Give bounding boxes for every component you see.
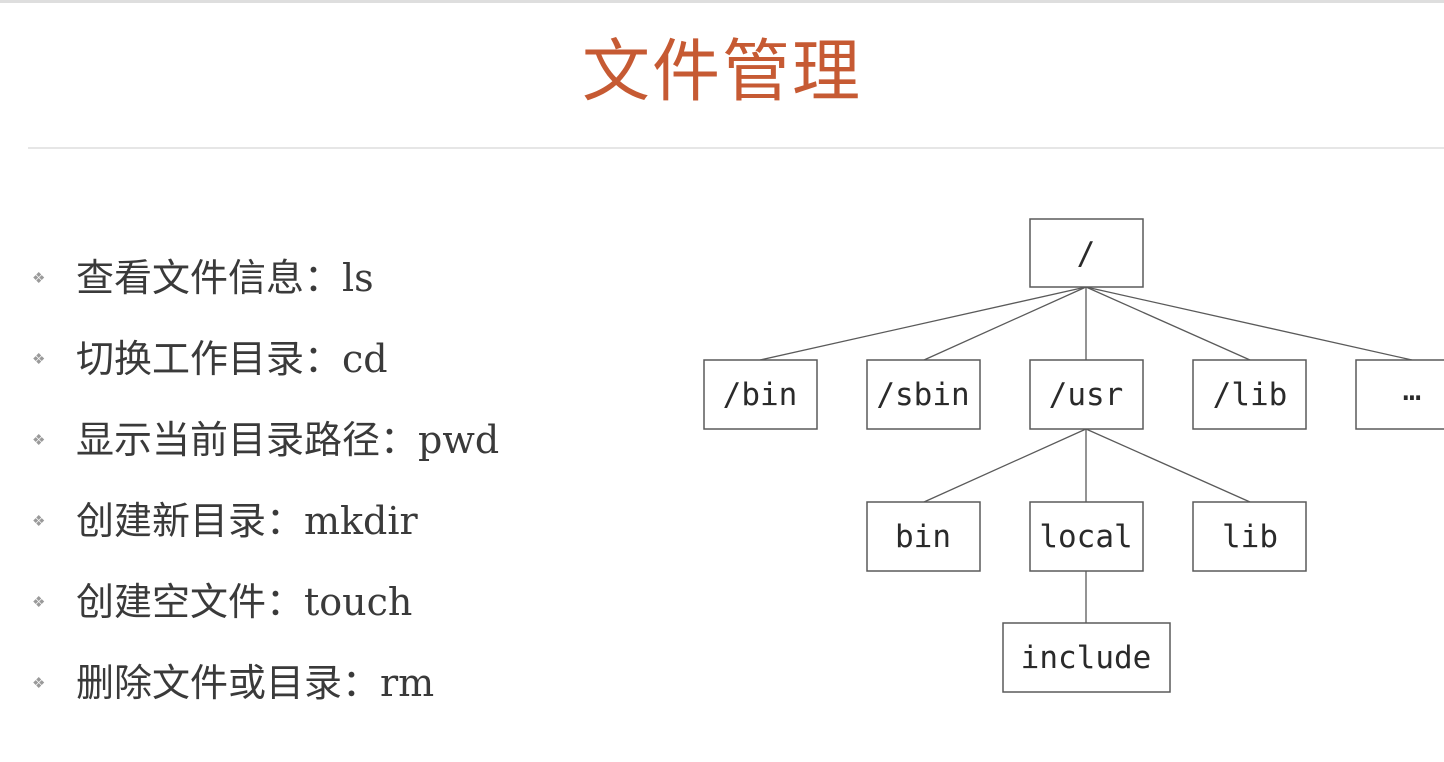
edge-root-bin	[759, 286, 1087, 361]
tree-node-sbin: /sbin	[866, 359, 981, 430]
tree-node-lib: /lib	[1192, 359, 1307, 430]
tree-node-root: /	[1029, 218, 1144, 288]
tree-node-usr-bin: bin	[866, 501, 981, 572]
command-text: 查看文件信息：ls	[76, 256, 374, 300]
node-label: local	[1039, 519, 1132, 555]
tree-node-bin: /bin	[703, 359, 818, 430]
tree-node-usr-local: local	[1029, 501, 1144, 572]
command-list: ❖ 查看文件信息：ls ❖ 切换工作目录：cd ❖ 显示当前目录路径：pwd ❖…	[30, 238, 499, 724]
diamond-bullet-icon: ❖	[32, 350, 46, 368]
command-text: 创建新目录：mkdir	[76, 499, 418, 543]
node-label: …	[1403, 372, 1422, 408]
edge-usr-lib	[1085, 428, 1251, 503]
command-text: 切换工作目录：cd	[76, 337, 388, 381]
command-item-cd: ❖ 切换工作目录：cd	[30, 319, 499, 400]
node-label: /lib	[1213, 377, 1288, 413]
node-label: lib	[1222, 519, 1278, 555]
edge-root-lib	[1085, 286, 1251, 361]
tree-edges	[759, 286, 1413, 623]
node-label: /bin	[723, 377, 798, 413]
command-item-ls: ❖ 查看文件信息：ls	[30, 238, 499, 319]
diamond-bullet-icon: ❖	[32, 512, 46, 530]
node-label: include	[1021, 640, 1152, 676]
slide-title: 文件管理	[581, 33, 862, 112]
diamond-bullet-icon: ❖	[32, 269, 46, 287]
title-divider	[28, 147, 1444, 149]
tree-node-include: include	[1002, 622, 1171, 693]
command-text: 显示当前目录路径：pwd	[76, 418, 500, 462]
command-text: 创建空文件：touch	[76, 580, 413, 624]
command-text: 删除文件或目录：rm	[76, 661, 435, 705]
edge-root-more	[1085, 286, 1413, 361]
command-item-mkdir: ❖ 创建新目录：mkdir	[30, 481, 499, 562]
node-label: bin	[895, 519, 951, 555]
edge-usr-bin	[923, 428, 1087, 503]
command-item-touch: ❖ 创建空文件：touch	[30, 562, 499, 643]
diamond-bullet-icon: ❖	[32, 593, 46, 611]
tree-node-usr-lib: lib	[1192, 501, 1307, 572]
tree-node-usr: /usr	[1029, 359, 1144, 430]
command-item-rm: ❖ 删除文件或目录：rm	[30, 643, 499, 724]
node-label: /sbin	[876, 377, 969, 413]
top-border	[0, 0, 1444, 3]
diamond-bullet-icon: ❖	[32, 431, 46, 449]
node-label: /usr	[1049, 377, 1124, 413]
command-item-pwd: ❖ 显示当前目录路径：pwd	[30, 400, 499, 481]
node-label: /	[1077, 236, 1096, 272]
tree-node-more: …	[1355, 359, 1444, 430]
edge-root-sbin	[923, 286, 1087, 361]
diamond-bullet-icon: ❖	[32, 674, 46, 692]
